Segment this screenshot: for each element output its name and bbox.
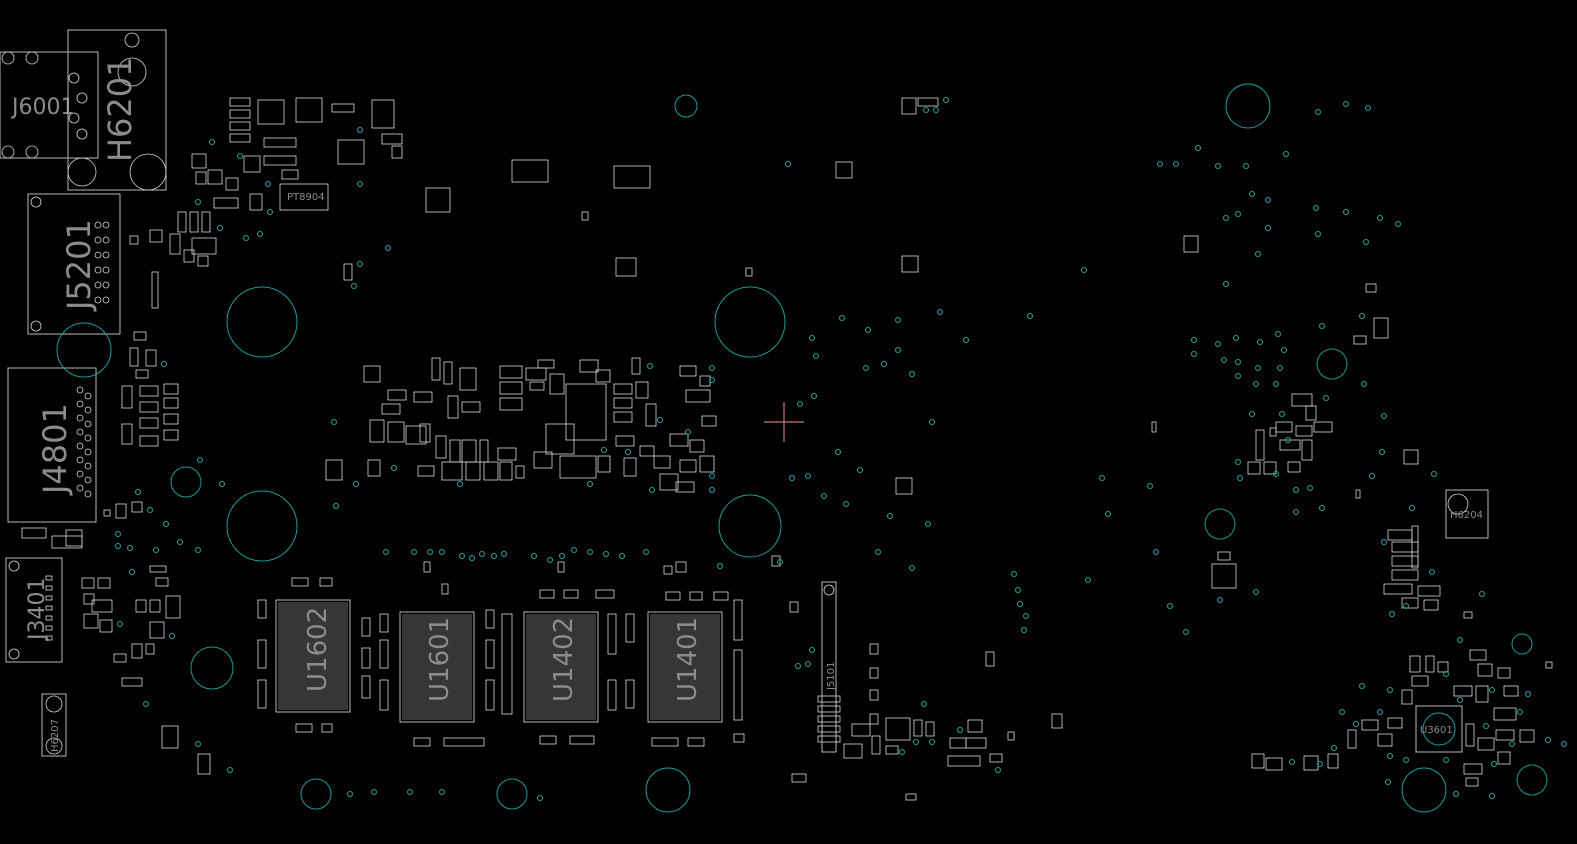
h6201-label: H6201 (101, 57, 139, 163)
passive-array-center (325, 357, 717, 493)
bga-u1401[interactable]: U1401 (647, 611, 723, 723)
passive-cluster-right (1211, 393, 1553, 787)
mount-h6207[interactable]: H6207 (41, 693, 67, 757)
h6204-label: H6204 (1450, 510, 1483, 521)
connector-j5101[interactable]: J5101 (817, 581, 841, 753)
mount-h6204[interactable]: H6204 (1445, 489, 1489, 539)
mounting-holes (56, 83, 1548, 813)
passive-cluster-top-left: PT8904 (129, 97, 451, 309)
passive-cluster-left-column (21, 331, 211, 775)
passive-cluster-memory (257, 555, 781, 747)
u1601-label: U1601 (425, 617, 455, 702)
u1401-label: U1401 (673, 617, 703, 702)
via-field (115, 97, 1567, 801)
connector-j5201[interactable]: J5201 (27, 193, 121, 335)
chip-u3601[interactable]: U3601 (1415, 705, 1463, 753)
bga-u1402[interactable]: U1402 (523, 611, 599, 723)
bga-u1602[interactable]: U1602 (275, 599, 351, 713)
j3401-label: J3401 (25, 578, 50, 642)
connector-j3401[interactable]: J3401 (5, 557, 63, 663)
u3601-label: U3601 (1420, 725, 1453, 736)
connector-j6001[interactable]: J6001 (0, 51, 99, 159)
h6207-label: H6207 (50, 719, 61, 752)
connector-j4801[interactable]: J4801 (7, 367, 97, 523)
u1402-label: U1402 (549, 617, 579, 702)
u1602-label: U1602 (303, 607, 333, 692)
j4801-label: J4801 (36, 403, 74, 496)
crosshair-cursor (764, 402, 804, 442)
j5101-label: J5101 (826, 662, 837, 691)
bga-u1601[interactable]: U1601 (399, 611, 475, 723)
passive-cluster-top-middle (511, 97, 1389, 495)
mount-h6201[interactable]: H6201 (67, 29, 167, 191)
j5201-label: J5201 (60, 219, 98, 312)
j6001-label: J6001 (10, 95, 74, 120)
pt8904-label: PT8904 (287, 192, 325, 203)
passive-cluster-bottom-center (789, 601, 1063, 801)
